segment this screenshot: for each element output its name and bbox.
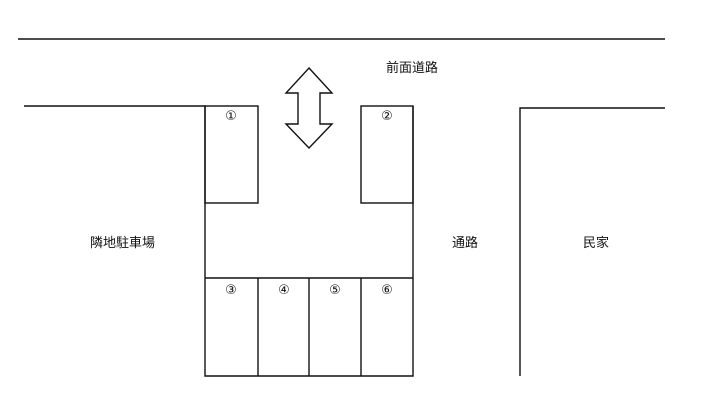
house-boundary bbox=[519, 107, 665, 376]
parking-space-2 bbox=[360, 105, 414, 204]
space-number-1: ① bbox=[225, 109, 237, 124]
space-number-2: ② bbox=[381, 109, 393, 124]
label-adjacent-parking: 隣地駐車場 bbox=[90, 235, 155, 251]
space-number-6: ⑥ bbox=[381, 283, 393, 298]
space-number-5: ⑤ bbox=[329, 283, 341, 298]
parking-space-1 bbox=[204, 105, 259, 204]
label-passage: 通路 bbox=[452, 235, 478, 251]
left-boundary bbox=[24, 105, 414, 377]
space-number-4: ④ bbox=[278, 283, 290, 298]
label-private-house: 民家 bbox=[583, 235, 609, 251]
space-number-3: ③ bbox=[225, 283, 237, 298]
double-arrow-vertical-icon bbox=[284, 66, 334, 150]
label-front-road: 前面道路 bbox=[386, 60, 438, 76]
